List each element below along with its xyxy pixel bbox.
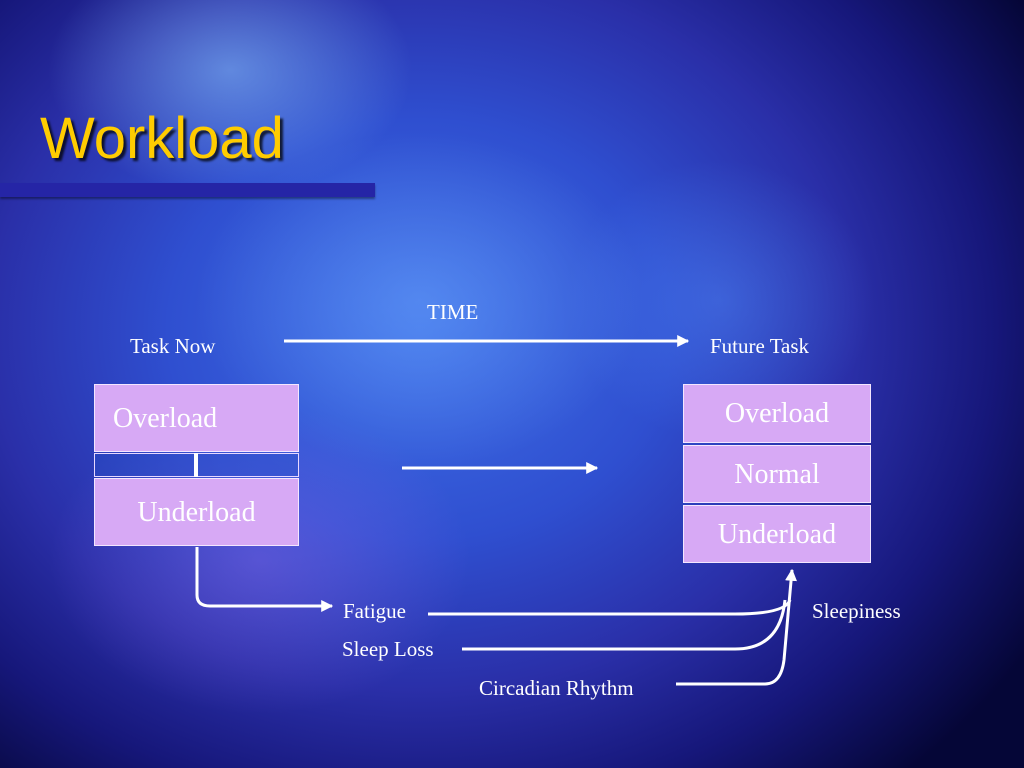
current-overload-box: Overload xyxy=(94,384,299,452)
title-underline xyxy=(0,183,375,197)
future-normal-label: Normal xyxy=(734,459,820,490)
state-connector-divider xyxy=(194,453,198,477)
future-task-label: Future Task xyxy=(710,334,810,358)
current-overload-label: Overload xyxy=(113,403,218,434)
sleep-loss-label: Sleep Loss xyxy=(342,637,434,661)
underload-to-fatigue-arrow xyxy=(195,547,334,612)
fatigue-label: Fatigue xyxy=(343,599,406,623)
time-label: TIME xyxy=(427,300,479,324)
current-underload-box: Underload xyxy=(94,478,299,546)
future-normal-box: Normal xyxy=(683,445,871,503)
circadian-rhythm-label: Circadian Rhythm xyxy=(479,676,634,700)
task-now-label: Task Now xyxy=(130,334,216,358)
fatigue-line xyxy=(428,599,792,616)
slide-title: Workload xyxy=(40,106,284,171)
future-overload-label: Overload xyxy=(724,398,830,429)
future-overload-box: Overload xyxy=(683,384,871,443)
future-underload-box: Underload xyxy=(683,505,871,563)
future-underload-label: Underload xyxy=(717,519,837,550)
sleep-loss-line xyxy=(462,599,787,651)
circadian-rhythm-line xyxy=(676,568,798,686)
sleepiness-label: Sleepiness xyxy=(812,599,901,623)
current-underload-label: Underload xyxy=(137,497,256,528)
